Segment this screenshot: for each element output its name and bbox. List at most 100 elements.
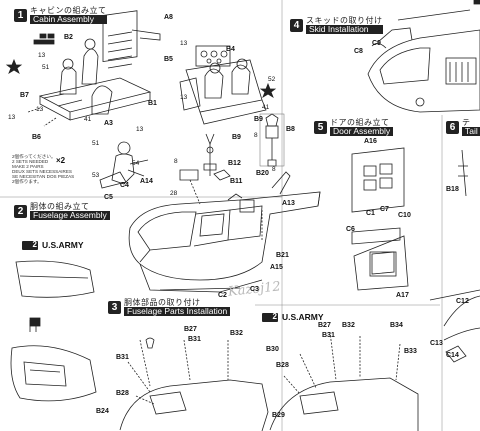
part-label: C2 <box>218 292 227 299</box>
part-label: A3 <box>104 120 113 127</box>
part-label: 8 <box>254 132 258 139</box>
part-label: C5 <box>104 194 113 201</box>
part-label: A16 <box>364 138 377 145</box>
part-label: 54 <box>132 160 140 167</box>
part-label: B31 <box>116 354 129 361</box>
part-label: 13 <box>180 94 188 101</box>
decal-option-icon <box>22 240 38 250</box>
part-label: C13 <box>430 340 443 347</box>
step-3-number: 3 <box>108 300 121 314</box>
step-2-title-jp: 胴体の組み立て <box>30 202 90 211</box>
fuselage-parts-drawing <box>119 337 269 431</box>
step-5-header: 5 ドアの組み立て Door Assembly <box>314 118 394 136</box>
step-3-title-en: Fuselage Parts Installation <box>124 307 231 316</box>
part-label: C8 <box>354 48 363 55</box>
step-1-title-en: Cabin Assembly <box>30 15 107 24</box>
part-label: C12 <box>456 298 469 305</box>
step-1-number: 1 <box>14 8 27 22</box>
part-label: C6 <box>346 226 355 233</box>
part-label: 41 <box>84 116 92 123</box>
part-label: 8 <box>174 158 178 165</box>
part-label: B18 <box>446 186 459 193</box>
part-label: C14 <box>446 352 459 359</box>
part-label: B34 <box>390 322 403 329</box>
step-4-header: 4 スキッドの取り付け Skid Installation <box>290 16 383 34</box>
part-label: B33 <box>404 348 417 355</box>
part-label: 52 <box>268 76 276 83</box>
step-3-title-jp: 胴体部品の取り付け <box>124 298 201 307</box>
part-label: 13 <box>8 114 16 121</box>
part-label: A15 <box>270 264 283 271</box>
step-5-number: 5 <box>314 120 327 134</box>
decal-option-icon <box>262 312 278 322</box>
part-label: A17 <box>396 292 409 299</box>
part-label: C1 <box>366 210 375 217</box>
part-label: B29 <box>272 412 285 419</box>
part-label: B32 <box>342 322 355 329</box>
part-label: C4 <box>120 182 129 189</box>
step-2-number: 2 <box>14 204 27 218</box>
step-2-header: 2 胴体の組み立て Fuselage Assembly <box>14 202 110 220</box>
part-label: 13 <box>38 52 46 59</box>
part-label: B2 <box>64 34 73 41</box>
part-label: B5 <box>164 56 173 63</box>
cabin-drawing <box>27 10 267 189</box>
part-label: B31 <box>188 336 201 343</box>
part-label: B31 <box>322 332 335 339</box>
step-6-title-en: Tail <box>462 127 480 136</box>
usarmy-inset-1 <box>10 260 97 402</box>
usarmy-inset-2 <box>269 331 419 431</box>
part-label: B1 <box>148 100 157 107</box>
part-label: A8 <box>164 14 173 21</box>
part-label: B27 <box>184 326 197 333</box>
step-5-title-jp: ドアの組み立て <box>330 118 390 127</box>
step-6-title-jp: テ <box>462 118 471 127</box>
step-1-header: 1 キャビンの組み立て Cabin Assembly <box>14 6 107 24</box>
part-label: A14 <box>140 178 153 185</box>
part-label: 51 <box>92 140 100 147</box>
step-6-header: 6 テ Tail <box>446 118 480 136</box>
step-4-title-jp: スキッドの取り付け <box>306 16 383 25</box>
part-label: C3 <box>250 286 259 293</box>
step-5-title-en: Door Assembly <box>330 127 394 136</box>
part-label: B32 <box>230 330 243 337</box>
part-label: 51 <box>42 64 50 71</box>
part-label: B20 <box>256 170 269 177</box>
part-label: 8 <box>272 166 276 173</box>
part-label: 13 <box>136 126 144 133</box>
part-label: B30 <box>266 346 279 353</box>
part-label: C7 <box>380 206 389 213</box>
tail-drawing <box>429 149 480 363</box>
part-label: B27 <box>318 322 331 329</box>
part-label: 28 <box>170 190 178 197</box>
part-label: B28 <box>116 390 129 397</box>
part-label: B11 <box>230 178 243 185</box>
step-6-number: 6 <box>446 120 459 134</box>
part-label: B24 <box>96 408 109 415</box>
skid-drawing <box>367 9 480 113</box>
part-label: B9 <box>254 116 263 123</box>
part-label: B12 <box>228 160 241 167</box>
door-drawing <box>351 147 409 291</box>
step-3-header: 3 胴体部品の取り付け Fuselage Parts Installation <box>108 298 231 316</box>
times-two-badge: ×2 <box>56 156 66 165</box>
part-label: C10 <box>398 212 411 219</box>
part-label: B4 <box>226 46 235 53</box>
part-label: C9 <box>372 40 381 47</box>
fuselage-drawing <box>128 169 321 293</box>
part-label: A13 <box>282 200 295 207</box>
part-label: 53 <box>92 172 100 179</box>
part-label: B8 <box>286 126 295 133</box>
part-label: B6 <box>32 134 41 141</box>
variant-usarmy-label-1: U.S.ARMY <box>22 240 84 250</box>
step-4-number: 4 <box>290 18 303 32</box>
part-label: B9 <box>232 134 241 141</box>
variant-usarmy-label-2: U.S.ARMY <box>262 312 324 322</box>
step-4-title-en: Skid Installation <box>306 25 383 34</box>
lamp-drawing <box>203 113 285 176</box>
part-label: 41 <box>262 104 270 111</box>
make-two-sets-note: 2個作ってください。 2 SETS NEEDED MAKE 2 PAIRS DE… <box>12 154 75 184</box>
part-label: B28 <box>276 362 289 369</box>
